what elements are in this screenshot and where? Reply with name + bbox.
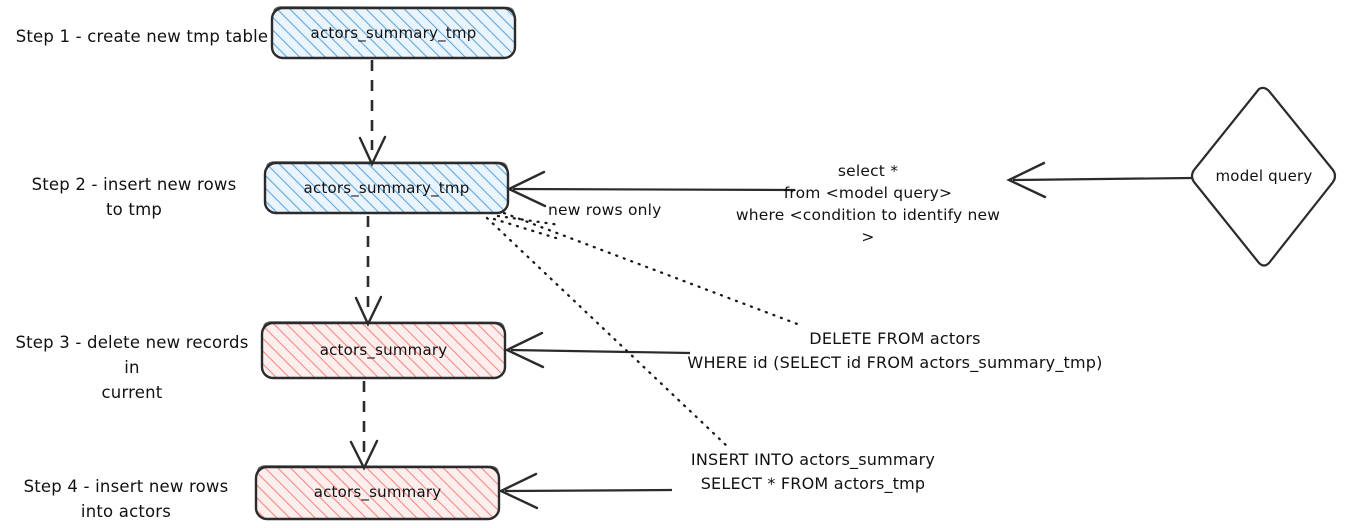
edge-insert-sql	[498, 472, 673, 510]
node-model-query[interactable]	[1190, 86, 1337, 267]
edge-tmp2-to-summary1	[354, 216, 383, 327]
node-summary-1-sketch-stroke	[263, 321, 505, 330]
edge-insert-sql-arrowhead	[498, 472, 539, 510]
edge-dotted-stub-1	[496, 214, 562, 227]
edge-delete-sql	[504, 331, 691, 369]
step-1-label: Step 1 - create new tmp table	[15, 27, 269, 46]
edge-new-rows-only	[506, 170, 796, 208]
step-4-label: Step 4 - insert new rows into actors	[23, 477, 229, 521]
node-tmp-1-shape	[270, 6, 517, 60]
edge-tmp2-to-summary1-arrowhead	[354, 295, 383, 327]
edge-model-query-arrowhead	[1006, 161, 1047, 199]
node-summary-2-sketch-stroke	[257, 465, 499, 474]
edge-delete-sql-line	[510, 348, 691, 355]
edge-label-new-rows-only: new rows only	[548, 201, 662, 219]
edge-model-query-line	[1012, 176, 1193, 182]
node-tmp-1-sketch-stroke	[273, 6, 515, 15]
edge-summary1-to-summary2-arrowhead	[349, 439, 379, 471]
node-tmp-2-shape	[263, 161, 510, 215]
edge-label-insert-sql: INSERT INTO actors_summary SELECT * FROM…	[690, 450, 936, 493]
edge-insert-sql-line	[504, 488, 673, 493]
edge-tmp1-to-tmp2-arrowhead	[358, 135, 387, 167]
edge-dotted-to-delete-line	[502, 211, 802, 327]
node-model-query-shape	[1190, 86, 1337, 267]
node-tmp-1[interactable]	[270, 6, 517, 60]
edge-tmp1-to-tmp2	[358, 60, 387, 167]
step-2-label: Step 2 - insert new rows to tmp	[31, 175, 237, 219]
node-summary-2[interactable]	[254, 465, 501, 521]
edge-new-rows-only-line	[512, 187, 796, 192]
edge-new-rows-only-arrowhead	[506, 170, 547, 208]
edge-dotted-stubs	[492, 214, 562, 240]
node-summary-2-shape	[254, 465, 501, 521]
node-tmp-2[interactable]	[263, 161, 510, 215]
node-summary-1[interactable]	[260, 321, 507, 380]
edge-delete-sql-arrowhead	[504, 331, 545, 369]
edge-label-model-query-sql: select * from <model query> where <condi…	[735, 162, 1001, 246]
step-3-label: Step 3 - delete new records in current	[15, 333, 249, 402]
edge-dotted-stub-2	[492, 217, 558, 240]
edge-dotted-to-insert	[485, 216, 730, 449]
edge-dotted-to-insert-line	[485, 216, 730, 449]
edge-summary1-to-summary2	[349, 381, 379, 471]
edge-dotted-to-delete	[502, 211, 802, 327]
node-tmp-2-sketch-stroke	[266, 161, 508, 170]
node-summary-1-shape	[260, 321, 507, 380]
edge-label-delete-sql: DELETE FROM actors WHERE id (SELECT id F…	[687, 329, 1103, 372]
edge-model-query	[1006, 161, 1193, 199]
